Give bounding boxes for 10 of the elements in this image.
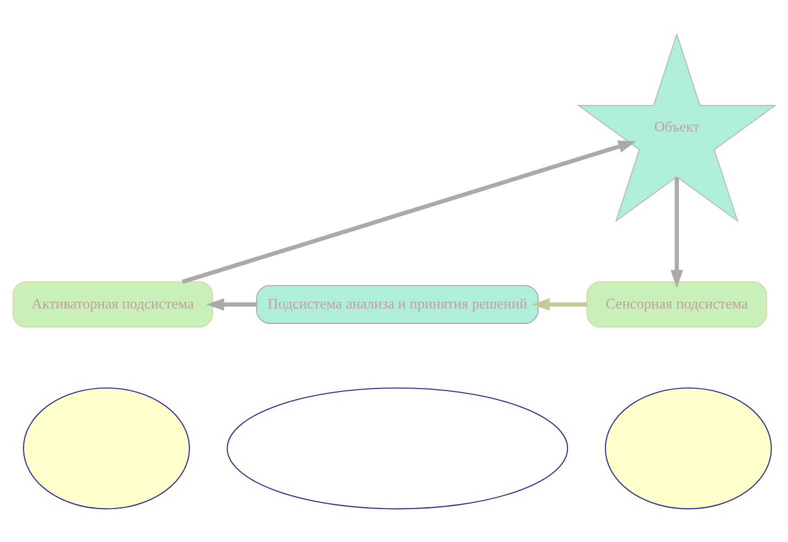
arrow (206, 298, 257, 310)
node-box: Сенсорная подсистема (586, 280, 768, 328)
arrow (670, 176, 684, 288)
node-box: Активаторная подсистема (12, 280, 214, 328)
arrow (182, 140, 636, 284)
node-ellipse (604, 386, 772, 509)
node-ellipse (22, 386, 190, 509)
node-box: Подсистема анализа и принятия решений (256, 284, 539, 324)
node-ellipse (226, 386, 568, 509)
arrow (532, 298, 587, 310)
